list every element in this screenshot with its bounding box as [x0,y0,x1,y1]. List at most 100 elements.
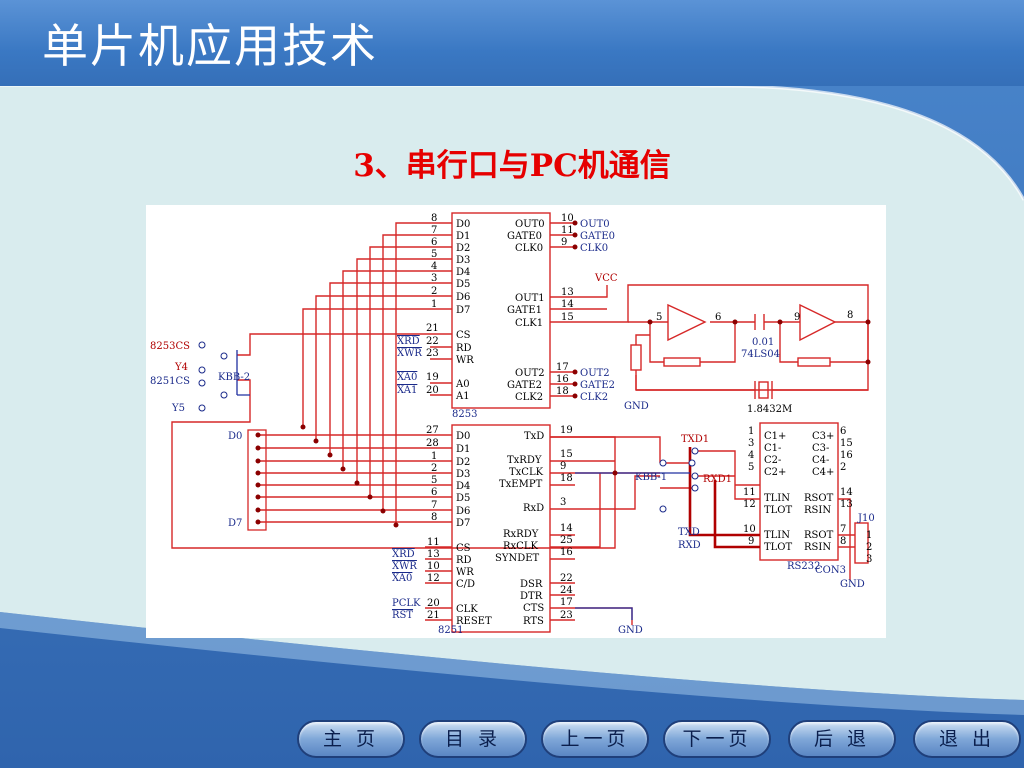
svg-text:14: 14 [560,523,573,534]
svg-text:OUT1: OUT1 [515,293,545,304]
svg-text:A1: A1 [455,391,470,402]
svg-text:TLOT: TLOT [764,505,793,516]
svg-text:TXD1: TXD1 [681,434,709,445]
svg-text:13: 13 [427,549,440,560]
svg-text:8251CS: 8251CS [150,376,190,387]
svg-text:6: 6 [431,237,437,248]
svg-text:CS: CS [456,330,471,341]
svg-text:TxRDY: TxRDY [507,455,542,466]
svg-text:D1: D1 [456,444,470,455]
svg-text:20: 20 [427,598,440,609]
svg-text:D2: D2 [456,457,470,468]
svg-text:GATE1: GATE1 [507,305,542,316]
svg-text:14: 14 [840,487,853,498]
svg-text:CLK2: CLK2 [580,392,608,403]
svg-text:10: 10 [427,561,440,572]
svg-text:3: 3 [560,497,566,508]
txd-wire [688,447,760,537]
svg-text:13: 13 [840,499,853,510]
previous-page-button[interactable]: 上一页 [541,720,649,758]
svg-text:CLK: CLK [456,604,478,615]
svg-text:RST: RST [392,610,413,621]
svg-text:18: 18 [560,473,573,484]
svg-text:CLK1: CLK1 [515,318,543,329]
svg-text:19: 19 [560,425,573,436]
svg-text:DSR: DSR [520,579,543,590]
svg-text:C3+: C3+ [812,431,834,442]
svg-text:23: 23 [426,348,439,359]
back-button[interactable]: 后 退 [788,720,896,758]
svg-text:8: 8 [431,213,437,224]
svg-text:1: 1 [748,426,754,437]
chip-8253-body [451,212,551,409]
svg-text:D0: D0 [456,431,470,442]
svg-text:9: 9 [561,237,567,248]
svg-text:5: 5 [656,312,662,323]
svg-text:17: 17 [556,362,569,373]
svg-text:11: 11 [743,487,756,498]
svg-text:RXD1: RXD1 [703,474,732,485]
rs232-body [759,422,839,561]
svg-text:GATE0: GATE0 [580,231,615,242]
svg-text:3: 3 [748,438,754,449]
svg-text:12: 12 [427,573,440,584]
svg-text:15: 15 [560,449,573,460]
svg-text:XWR: XWR [397,348,422,359]
svg-text:2: 2 [866,542,872,553]
svg-text:CS: CS [456,543,471,554]
svg-text:D7: D7 [456,518,470,529]
svg-text:XA1: XA1 [397,385,417,396]
svg-text:6: 6 [431,487,437,498]
svg-text:RXD: RXD [678,540,701,551]
svg-text:XA0: XA0 [397,372,417,383]
svg-text:C4+: C4+ [812,467,834,478]
home-button[interactable]: 主 页 [297,720,405,758]
svg-text:RxD: RxD [523,503,544,514]
svg-text:D4: D4 [456,481,470,492]
svg-text:2: 2 [431,286,437,297]
svg-text:8253CS: 8253CS [150,341,190,352]
next-page-button[interactable]: 下一页 [663,720,771,758]
exit-button[interactable]: 退 出 [913,720,1021,758]
svg-text:7: 7 [431,225,437,236]
svg-text:20: 20 [426,385,439,396]
svg-text:74LS04: 74LS04 [741,349,780,360]
title-bar [0,0,1024,86]
svg-text:D0: D0 [456,219,470,230]
svg-text:1: 1 [866,530,872,541]
svg-text:21: 21 [426,323,439,334]
svg-text:9: 9 [748,536,754,547]
svg-text:RS232: RS232 [787,561,820,572]
svg-text:KBB-1: KBB-1 [635,472,667,483]
slide-title: 单片机应用技术 [42,19,378,73]
svg-text:D7: D7 [456,305,470,316]
svg-text:GATE2: GATE2 [580,380,615,391]
svg-text:15: 15 [840,438,853,449]
svg-text:TxCLK: TxCLK [509,467,544,478]
svg-text:14: 14 [561,299,574,310]
svg-text:5: 5 [431,475,437,486]
svg-text:9: 9 [794,312,800,323]
svg-text:RD: RD [456,343,472,354]
svg-text:7: 7 [840,524,846,535]
chip-8251-label: 8251 [438,625,463,636]
svg-text:CLK2: CLK2 [515,392,543,403]
svg-text:D0: D0 [228,431,242,442]
svg-text:D5: D5 [456,279,470,290]
svg-text:TxEMPT: TxEMPT [499,479,543,490]
svg-text:C4-: C4- [812,455,829,466]
svg-text:OUT0: OUT0 [515,219,545,230]
svg-text:VCC: VCC [594,273,618,284]
svg-text:22: 22 [560,573,573,584]
svg-text:11: 11 [427,537,440,548]
svg-text:2: 2 [431,463,437,474]
contents-button[interactable]: 目 录 [419,720,527,758]
svg-text:3: 3 [431,273,437,284]
svg-text:DTR: DTR [520,591,543,602]
svg-text:RSIN: RSIN [804,542,831,553]
svg-text:6: 6 [715,312,721,323]
svg-text:TLIN: TLIN [764,493,790,504]
chip-8253-label: 8253 [452,409,477,420]
svg-text:TLIN: TLIN [764,530,790,541]
svg-text:OUT2: OUT2 [580,368,610,379]
